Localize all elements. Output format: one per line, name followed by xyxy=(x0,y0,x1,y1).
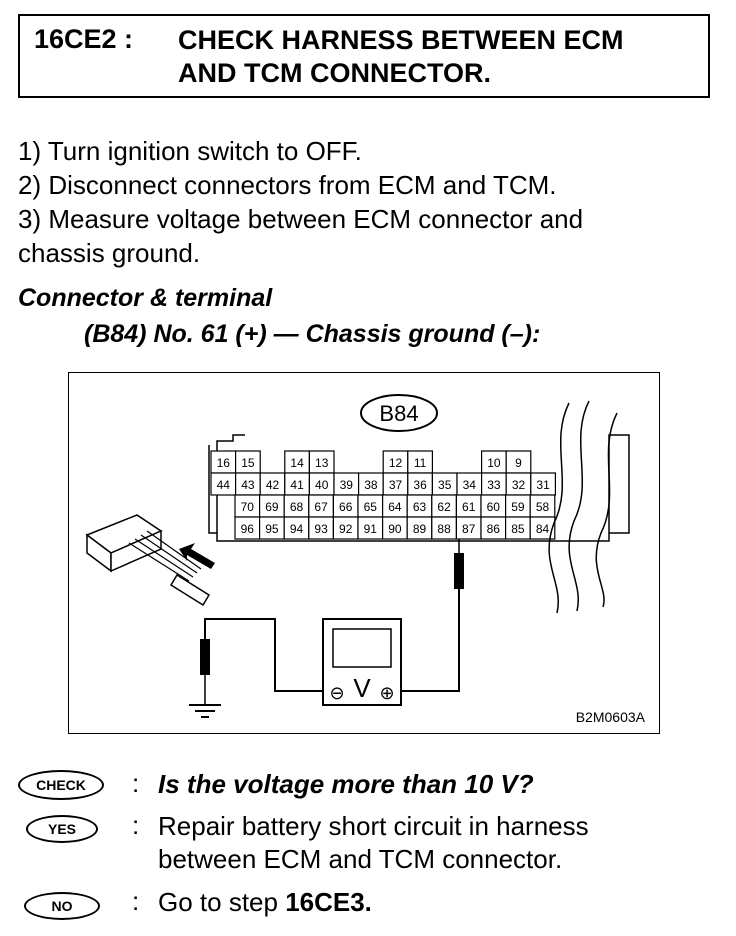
voltmeter-display xyxy=(332,628,392,668)
pin-label-43: 43 xyxy=(241,478,255,492)
pin-label-58: 58 xyxy=(536,500,550,514)
pin-label-66: 66 xyxy=(339,500,353,514)
pin-label-37: 37 xyxy=(389,478,403,492)
pin-label-84: 84 xyxy=(536,522,550,536)
no-colon: : xyxy=(132,886,140,916)
pin-label-38: 38 xyxy=(364,478,378,492)
check-question: Is the voltage more than 10 V? xyxy=(158,769,534,799)
pin-label-67: 67 xyxy=(314,500,328,514)
negative-lead xyxy=(204,618,323,692)
figure-code: B2M0603A xyxy=(575,709,645,725)
pin-label-96: 96 xyxy=(241,522,255,536)
pin-label-62: 62 xyxy=(437,500,451,514)
instruction-1: 1) Turn ignition switch to OFF. xyxy=(18,136,362,166)
voltmeter-plus: ⊕ xyxy=(379,683,394,704)
instruction-2: 2) Disconnect connectors from ECM and TC… xyxy=(18,170,557,200)
pin-label-61: 61 xyxy=(462,500,476,514)
pin-label-10: 10 xyxy=(487,456,501,470)
no-badge: NO xyxy=(24,892,100,920)
no-answer-step: 16CE3. xyxy=(285,887,372,917)
pin-label-95: 95 xyxy=(265,522,279,536)
probe-connector-icon xyxy=(85,514,211,607)
yes-colon: : xyxy=(132,810,140,840)
connector-housing xyxy=(208,434,630,542)
no-answer-prefix: Go to step xyxy=(158,887,286,917)
pin-label-92: 92 xyxy=(339,522,353,536)
pin-label-93: 93 xyxy=(314,522,328,536)
pin-label-88: 88 xyxy=(437,522,451,536)
pin-label-44: 44 xyxy=(217,478,231,492)
pin-cell xyxy=(529,516,556,540)
pin-label-91: 91 xyxy=(364,522,378,536)
pin-label-35: 35 xyxy=(438,478,452,492)
connector-label-ellipse xyxy=(360,394,438,432)
pin-label-15: 15 xyxy=(241,456,255,470)
harness-cut-line-3 xyxy=(595,412,618,608)
pin-label-39: 39 xyxy=(340,478,354,492)
pin-label-90: 90 xyxy=(388,522,402,536)
yes-badge: YES xyxy=(26,815,98,843)
positive-probe-icon xyxy=(454,553,464,589)
insert-arrow-icon xyxy=(179,543,215,569)
pin-label-70: 70 xyxy=(241,500,255,514)
title-line-1: CHECK HARNESS BETWEEN ECM xyxy=(178,25,624,55)
voltmeter-minus: ⊖ xyxy=(329,683,344,704)
instruction-3-continued: chassis ground. xyxy=(18,238,201,268)
yes-answer: Repair battery short circuit in harness … xyxy=(158,810,589,876)
pin-label-9: 9 xyxy=(515,456,522,470)
pin-label-36: 36 xyxy=(413,478,427,492)
harness-cut-line-1 xyxy=(548,402,570,614)
pin-label-60: 60 xyxy=(487,500,501,514)
pin-label-32: 32 xyxy=(512,478,526,492)
page-title: CHECK HARNESS BETWEEN ECM AND TCM CONNEC… xyxy=(178,24,624,90)
pin-label-34: 34 xyxy=(463,478,477,492)
connector-diagram: B84 16 15 14 13 12 11 10 9 44 43 42 41 40 39 38 37 36 35 3… xyxy=(68,372,660,734)
check-colon: : xyxy=(132,768,140,798)
pin-label-42: 42 xyxy=(266,478,280,492)
pin-label-68: 68 xyxy=(290,500,304,514)
pin-label-94: 94 xyxy=(290,522,304,536)
pin-label-65: 65 xyxy=(364,500,378,514)
no-answer: Go to step 16CE3. xyxy=(158,886,372,919)
pin-label-89: 89 xyxy=(413,522,427,536)
pin-label-59: 59 xyxy=(511,500,525,514)
voltmeter-symbol: V xyxy=(353,673,371,703)
pin-label-41: 41 xyxy=(290,478,304,492)
pin-label-13: 13 xyxy=(315,456,329,470)
connector-terminal-spec: (B84) No. 61 (+) — Chassis ground (–): xyxy=(84,320,541,348)
pin-label-85: 85 xyxy=(511,522,525,536)
title-line-2: AND TCM CONNECTOR. xyxy=(178,58,491,88)
yes-answer-line-1: Repair battery short circuit in harness xyxy=(158,811,589,841)
pin-label-87: 87 xyxy=(462,522,476,536)
positive-lead xyxy=(401,589,460,692)
pin-label-86: 86 xyxy=(487,522,501,536)
instructions: 1) Turn ignition switch to OFF. 2) Disco… xyxy=(18,134,718,270)
step-code: 16CE2 : xyxy=(34,24,134,54)
pin-label-12: 12 xyxy=(389,456,403,470)
pin-label-69: 69 xyxy=(265,500,279,514)
pin-label-33: 33 xyxy=(487,478,501,492)
negative-probe-icon xyxy=(200,639,210,675)
pin-label-16: 16 xyxy=(217,456,231,470)
pin-label-31: 31 xyxy=(536,478,550,492)
connector-label: B84 xyxy=(379,401,418,426)
yes-answer-line-2: between ECM and TCM connector. xyxy=(158,844,563,874)
check-badge: CHECK xyxy=(18,770,104,800)
pin-label-40: 40 xyxy=(315,478,329,492)
connector-heading: Connector & terminal xyxy=(18,284,273,312)
ground-icon xyxy=(189,704,221,718)
pin-label-11: 11 xyxy=(414,456,427,470)
pin-grid: 16 15 14 13 12 11 10 9 44 43 42 41 40 39 38 37 36 35 34 33 3… xyxy=(210,450,556,540)
diagram-svg: B84 16 15 14 13 12 11 10 9 44 43 42 41 40 39 38 37 36 35 3… xyxy=(85,394,630,718)
instruction-3: 3) Measure voltage between ECM connector… xyxy=(18,204,584,234)
pin-label-63: 63 xyxy=(413,500,427,514)
pin-label-64: 64 xyxy=(388,500,402,514)
title-box: 16CE2 : CHECK HARNESS BETWEEN ECM AND TC… xyxy=(18,14,710,98)
harness-cut-line-2 xyxy=(568,400,590,612)
pin-label-14: 14 xyxy=(290,456,304,470)
